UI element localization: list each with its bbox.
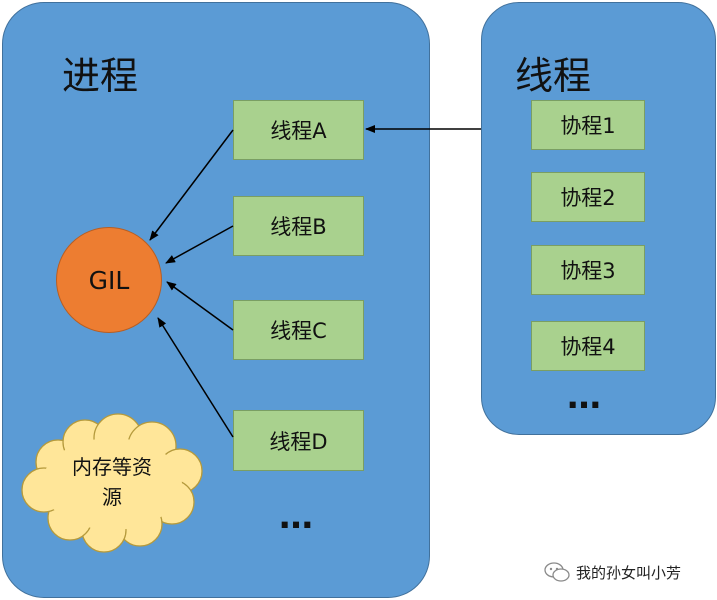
arrow-thread-d-to-gil xyxy=(157,317,234,438)
process-more-dots: … xyxy=(279,497,315,537)
gil-circle: GIL xyxy=(56,227,162,333)
arrow-thread-b-to-gil xyxy=(165,225,234,264)
coroutine-more-dots: … xyxy=(567,377,603,417)
coroutine-4-box: 协程4 xyxy=(531,321,645,371)
thread-c-box: 线程C xyxy=(233,300,364,360)
wechat-icon xyxy=(544,562,570,582)
thread-a-box: 线程A xyxy=(233,100,364,160)
watermark: 我的孙女叫小芳 xyxy=(544,561,681,583)
thread-panel-title: 线程 xyxy=(515,54,592,98)
watermark-text: 我的孙女叫小芳 xyxy=(576,563,682,582)
coroutine-3-box: 协程3 xyxy=(531,245,645,295)
arrow-thread-a-to-gil xyxy=(149,129,234,241)
coroutine-2-box: 协程2 xyxy=(531,172,645,222)
process-title: 进程 xyxy=(62,54,139,98)
arrow-thread-c-to-gil xyxy=(166,281,234,331)
thread-d-box: 线程D xyxy=(233,410,364,471)
thread-b-box: 线程B xyxy=(233,196,364,256)
coroutine-1-box: 协程1 xyxy=(531,100,645,150)
resource-cloud-label: 内存等资 源 xyxy=(72,455,152,509)
